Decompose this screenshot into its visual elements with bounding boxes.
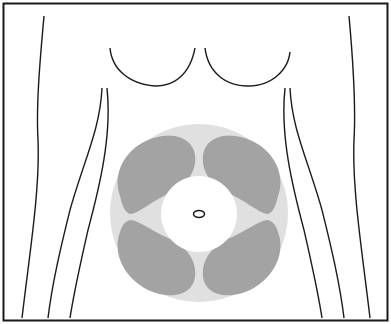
left-flank-inner xyxy=(70,88,108,318)
right-flank-inner xyxy=(284,88,322,318)
right-body-outline xyxy=(349,16,370,318)
right-chest-curve xyxy=(205,48,290,86)
right-flank-outer xyxy=(290,88,344,318)
left-flank-outer xyxy=(48,88,102,318)
left-body-outline xyxy=(22,16,44,318)
left-chest-curve xyxy=(110,48,195,86)
navel-clear-zone xyxy=(161,176,237,252)
